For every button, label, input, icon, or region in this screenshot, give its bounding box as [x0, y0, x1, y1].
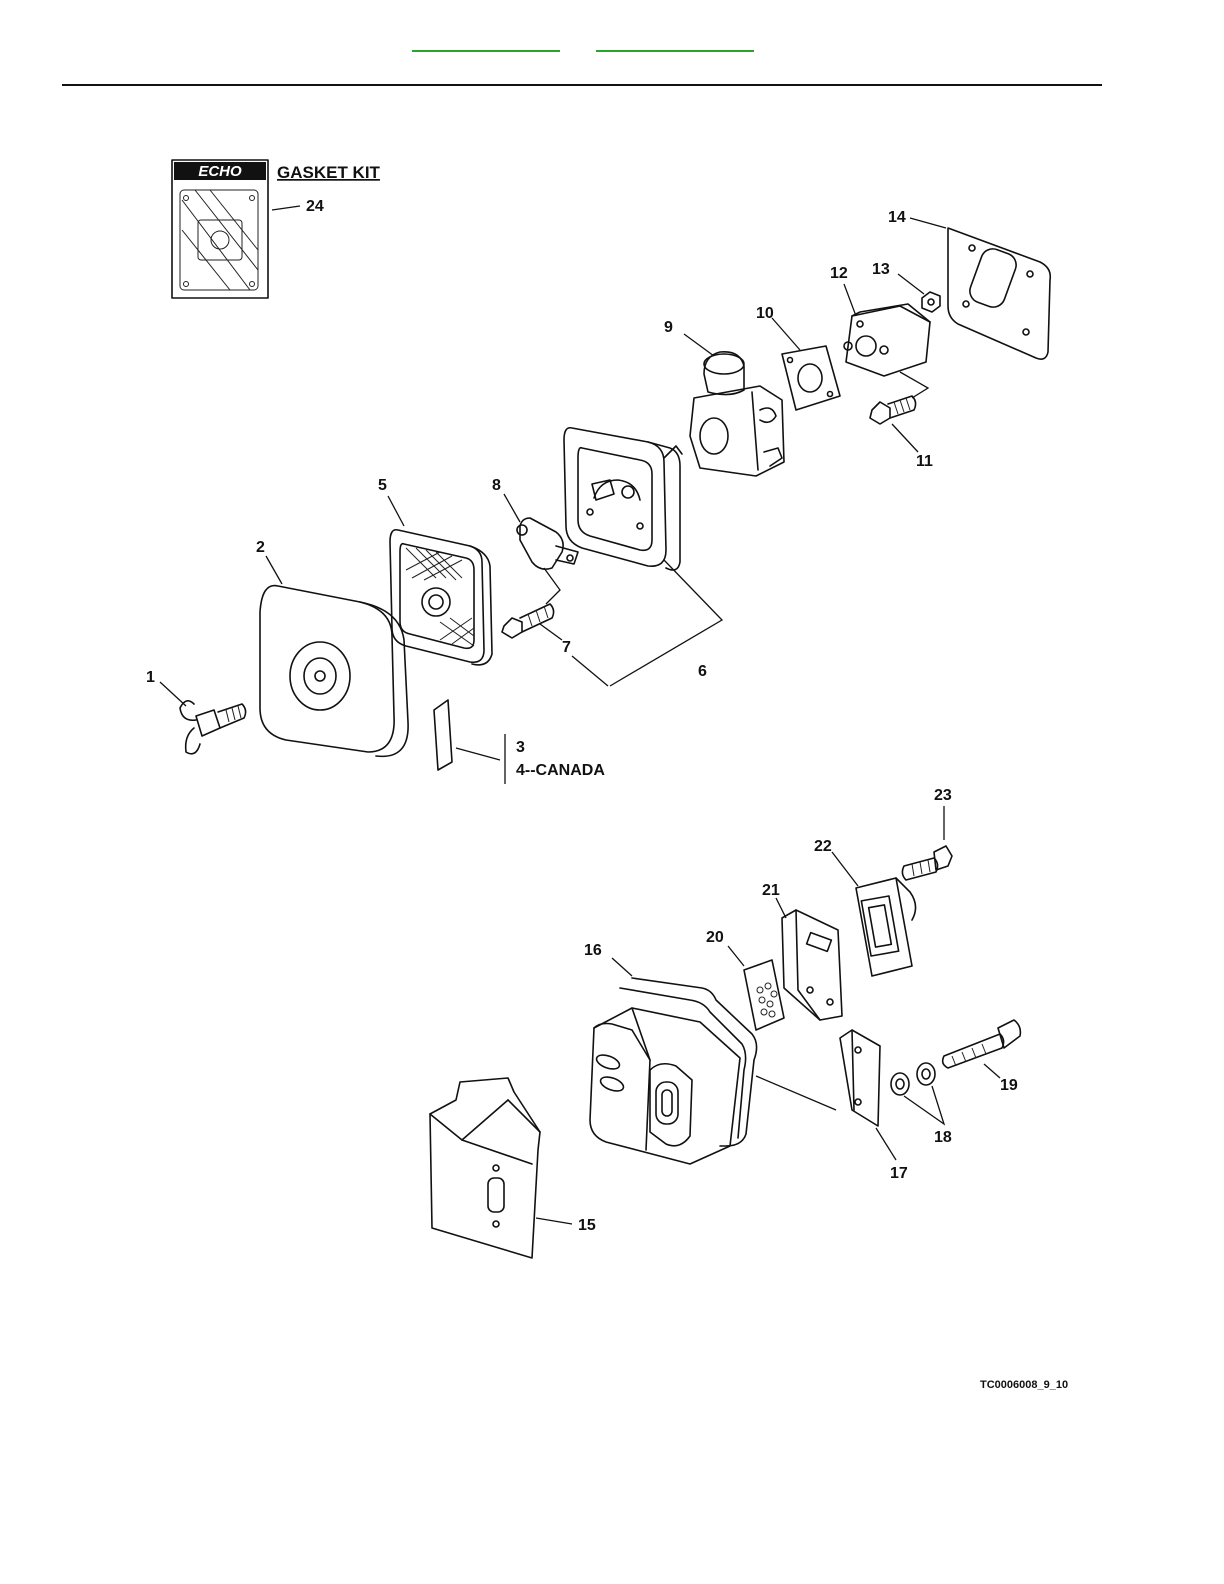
callout-23: 23: [934, 787, 952, 804]
callout-24: 24: [306, 198, 324, 215]
part-16-muffler: [590, 958, 836, 1164]
part-10-gasket: [772, 318, 840, 410]
part-6-air-case: [564, 428, 722, 686]
echo-logo: ECHO: [198, 163, 242, 180]
callout-8: 8: [492, 477, 501, 494]
part-8-plate: [504, 494, 578, 604]
callout-5: 5: [378, 477, 387, 494]
callout-9: 9: [664, 319, 673, 336]
callout-3: 3: [516, 739, 525, 756]
callout-4-canada: 4--CANADA: [516, 762, 605, 779]
figure-id: TC0006008_9_10: [980, 1379, 1068, 1391]
callout-20: 20: [706, 929, 724, 946]
callout-12: 12: [830, 265, 848, 282]
callout-11: 11: [916, 453, 933, 470]
part-9-carburetor: [684, 334, 784, 476]
callout-15: 15: [578, 1217, 596, 1234]
part-11-bolt: [870, 396, 918, 452]
part-18-washers: [891, 1063, 944, 1124]
callout-22: 22: [814, 838, 832, 855]
part-23-bolt: [902, 806, 952, 880]
callout-21: 21: [762, 882, 780, 899]
gasket-kit-box: ECHO GASKET KIT 24: [172, 160, 381, 298]
callout-7: 7: [562, 639, 571, 656]
callout-10: 10: [756, 305, 774, 322]
part-13-nut: [898, 274, 940, 312]
part-19-bolt: [943, 1020, 1021, 1078]
part-2-cover: [260, 556, 408, 756]
part-17-plate: [840, 1030, 896, 1160]
part-21-bracket: [776, 898, 842, 1020]
part-12-insulator: [844, 284, 930, 398]
part-3-4-label: [434, 700, 505, 784]
part-1-wing-bolt: [160, 682, 246, 754]
callout-1: 1: [146, 669, 155, 686]
callout-18: 18: [934, 1129, 952, 1146]
gasket-kit-title: GASKET KIT: [277, 163, 381, 182]
callout-13: 13: [872, 261, 890, 278]
callout-6: 6: [698, 663, 707, 680]
callout-19: 19: [1000, 1077, 1018, 1094]
callout-17: 17: [890, 1165, 908, 1182]
part-20-screen: [728, 946, 784, 1030]
part-14-plate: [910, 218, 1050, 359]
callout-2: 2: [256, 539, 265, 556]
callout-16: 16: [584, 942, 602, 959]
callout-14: 14: [888, 209, 906, 226]
part-7-bolt: [502, 604, 608, 686]
part-15-guard: [430, 1078, 572, 1258]
